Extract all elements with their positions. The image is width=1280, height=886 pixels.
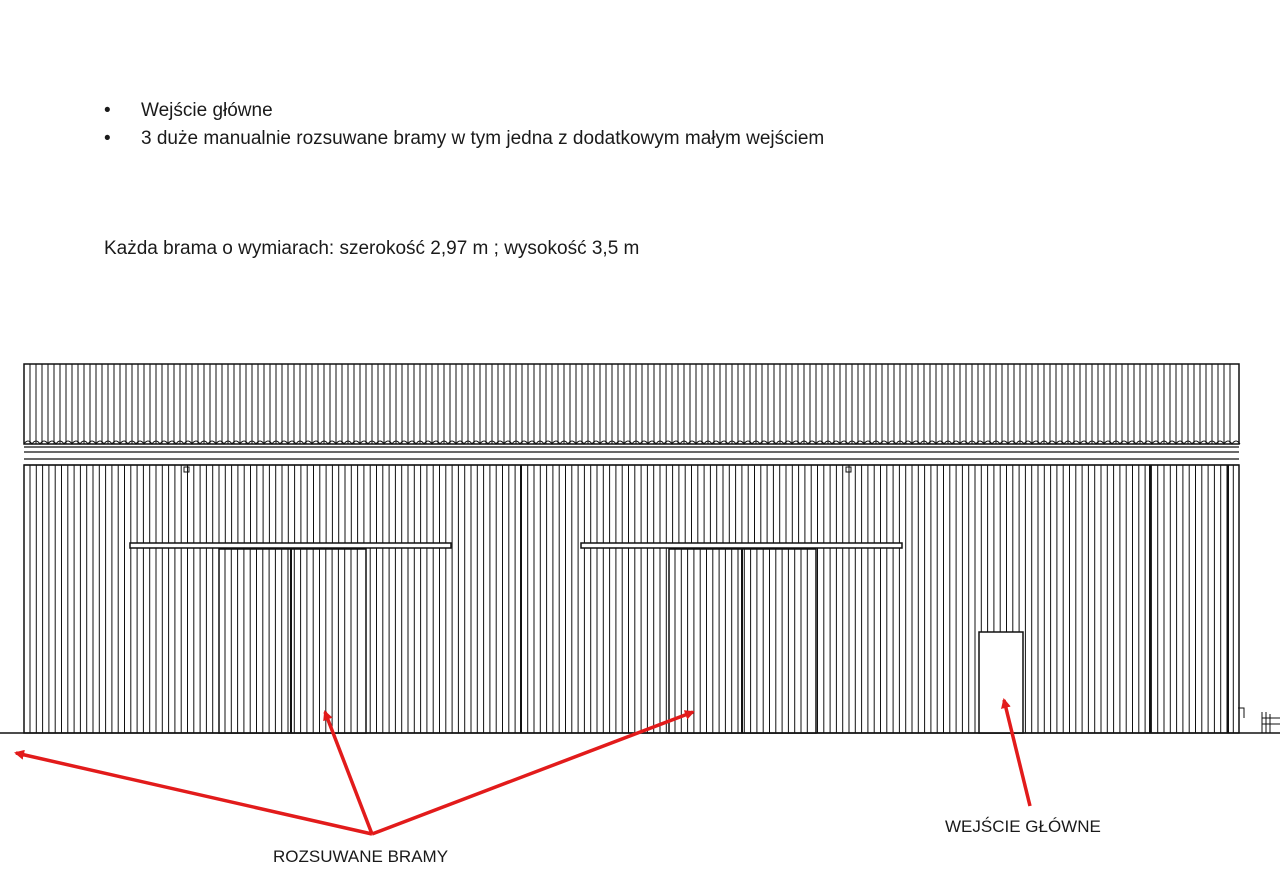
gate-track [129, 542, 452, 549]
bullet-item-main-entrance: • Wejście główne [104, 97, 824, 125]
sliding-gates-label: ROZSUWANE BRAMY [273, 847, 448, 866]
wall [23, 464, 1240, 734]
roof-scallop [23, 440, 1241, 445]
arrow-to-left-gate [14, 749, 373, 836]
bullet-dot: • [104, 128, 111, 149]
fascia-band [24, 446, 1239, 466]
wall-fixture [183, 466, 190, 473]
bullet-item-gates: • 3 duże manualnie rozsuwane bramy w tym… [104, 125, 824, 153]
gate-track [580, 542, 903, 549]
gate-leaves [218, 548, 367, 734]
wall-ribs [29, 465, 1234, 733]
bullet-dot: • [104, 100, 111, 121]
gate-dimensions-text: Każda brama o wymiarach: szerokość 2,97 … [104, 238, 640, 259]
bullet-list: • Wejście główne • 3 duże manualnie rozs… [104, 97, 824, 153]
arrow-to-gate-2 [371, 710, 695, 836]
bullet-text: Wejście główne [141, 100, 273, 121]
sliding-gate-1 [129, 542, 452, 734]
upper-panel [23, 363, 1241, 445]
side-detail [1238, 707, 1280, 733]
arrow-to-main-entrance [1001, 698, 1032, 807]
bullet-text: 3 duże manualnie rozsuwane bramy w tym j… [141, 128, 825, 149]
gate-ribs [224, 549, 358, 733]
arrow-to-gate-1 [323, 710, 374, 835]
roof-ribs [29, 364, 1231, 444]
wall-fixture [845, 466, 852, 473]
annotation-arrows [14, 698, 1032, 836]
main-entrance-door [978, 631, 1024, 734]
main-entrance-label: WEJŚCIE GŁÓWNE [945, 817, 1101, 836]
gate-ribs [674, 549, 808, 733]
sliding-gate-2 [580, 542, 903, 734]
